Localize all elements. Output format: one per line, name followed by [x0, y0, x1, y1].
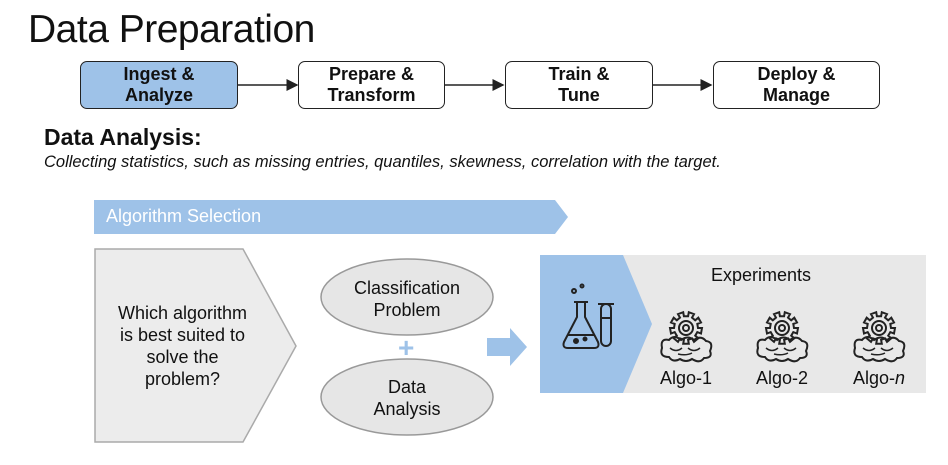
algo-label-n: Algo-n: [852, 368, 906, 388]
pipeline-arrows: [238, 79, 713, 91]
plus-sign: +: [398, 332, 415, 363]
algo-label-1: Algo-1: [659, 368, 713, 388]
step-deploy-manage: Deploy & Manage: [713, 61, 880, 109]
question-shape: [94, 248, 297, 443]
step-ingest-analyze: Ingest & Analyze: [80, 61, 238, 109]
section-description: Collecting statistics, such as missing e…: [44, 153, 721, 171]
algorithm-selection-banner: [94, 200, 568, 234]
algorithm-selection-label: Algorithm Selection: [106, 206, 262, 226]
step-label: Train & Tune: [548, 64, 610, 105]
step-train-tune: Train & Tune: [505, 61, 653, 109]
classification-problem-text: Classification Problem: [353, 278, 461, 320]
algo-label-2: Algo-2: [755, 368, 809, 388]
data-analysis-text: Data Analysis: [373, 377, 441, 419]
step-label: Deploy & Manage: [757, 64, 836, 105]
step-label: Prepare & Transform: [327, 64, 416, 105]
page-title: Data Preparation: [28, 8, 315, 51]
data-analysis-ellipse: [320, 358, 494, 436]
gear-brain-icon: [756, 310, 809, 363]
algorithm-selection-diagram: [94, 200, 926, 443]
experiments-title: Experiments: [711, 265, 812, 285]
question-text: Which algorithm is best suited to solve …: [117, 303, 248, 389]
classification-problem-ellipse: [320, 258, 494, 336]
section-heading: Data Analysis:: [44, 124, 202, 150]
experiments-highlight: [540, 255, 652, 393]
step-prepare-transform: Prepare & Transform: [298, 61, 445, 109]
right-arrow: [487, 328, 527, 366]
gear-brain-icon: [660, 310, 713, 363]
step-label: Ingest & Analyze: [123, 64, 195, 105]
lab-flask-icon: [562, 283, 614, 349]
gear-brain-icon: [853, 310, 906, 363]
